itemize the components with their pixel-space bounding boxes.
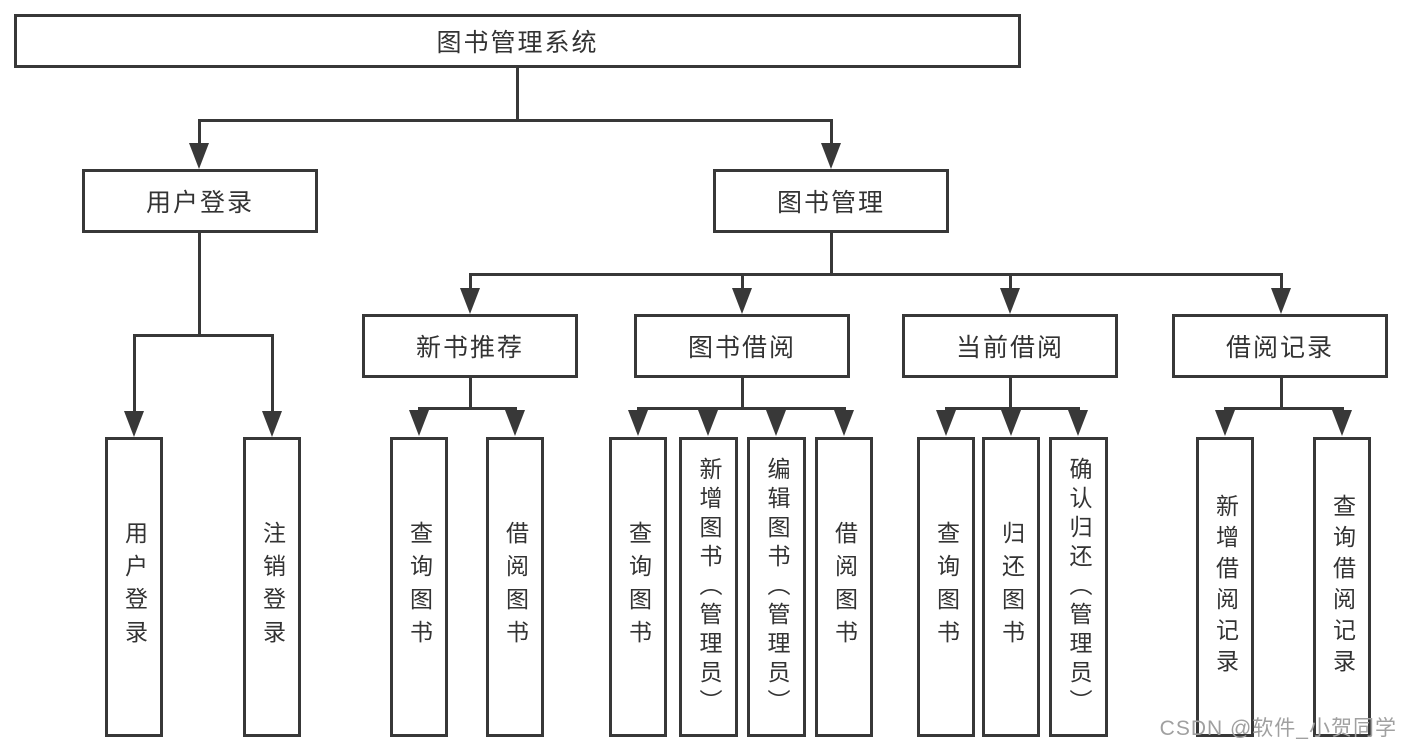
leaf-label: 查询借阅记录 [1329, 494, 1356, 680]
node-label: 当前借阅 [955, 334, 1064, 362]
node-user-login: 用户登录 [82, 169, 318, 233]
leaf-label: 查询图书 [625, 521, 652, 653]
leaf-confirm-return-admin: 确认归还（管理员） [1049, 437, 1108, 737]
connector-user-login-down [198, 233, 201, 337]
connector-level3-split [469, 273, 1283, 276]
connector-new-book-stem [469, 273, 472, 291]
leaf-edit-books-admin: 编辑图书（管理员） [747, 437, 806, 737]
node-borrowing-records: 借阅记录 [1172, 314, 1388, 378]
leaf-label: 借阅图书 [502, 521, 529, 653]
node-label: 新书推荐 [415, 334, 524, 362]
leaf-label: 查询图书 [933, 521, 960, 653]
arrow-leaf [628, 410, 648, 436]
connector-book-borrow-split [637, 407, 846, 410]
csdn-watermark: CSDN @软件_小贺同学 [1159, 717, 1397, 740]
node-label: 图书借阅 [687, 334, 796, 362]
leaf-label: 查询图书 [406, 521, 433, 653]
leaf-borrow-books-recommend: 借阅图书 [486, 437, 544, 737]
leaf-label: 新增图书（管理员） [696, 456, 722, 718]
leaf-label: 确认归还（管理员） [1066, 456, 1092, 718]
leaf-query-books-current: 查询图书 [917, 437, 975, 737]
connector-new-book-split [418, 407, 517, 410]
connector-borrow-records-stem [1280, 273, 1283, 291]
node-book-management: 图书管理 [713, 169, 949, 233]
leaf-logout: 注销登录 [243, 437, 301, 737]
arrow-into-book-borrow [732, 288, 752, 314]
connector-book-borrow-down [741, 377, 744, 410]
arrow-into-book-mgmt [821, 143, 841, 169]
node-label: 借阅记录 [1225, 334, 1334, 362]
leaf-query-borrow-record: 查询借阅记录 [1313, 437, 1371, 737]
arrow-into-login-leaf [124, 411, 144, 437]
node-book-borrowing: 图书借阅 [634, 314, 850, 378]
leaf-user-login: 用户登录 [105, 437, 163, 737]
arrow-into-user-login [189, 143, 209, 169]
arrow-into-logout-leaf [262, 411, 282, 437]
leaf-add-borrow-record: 新增借阅记录 [1196, 437, 1254, 737]
connector-book-mgmt-down [830, 233, 833, 276]
arrow-leaf [1332, 410, 1352, 436]
node-library-management-system: 图书管理系统 [14, 14, 1021, 68]
leaf-return-books: 归还图书 [982, 437, 1040, 737]
arrow-leaf [1001, 410, 1021, 436]
connector-root-stem [516, 68, 519, 121]
arrow-into-borrow-records [1271, 288, 1291, 314]
node-label: 用户登录 [145, 189, 254, 217]
leaf-label: 用户登录 [121, 521, 148, 653]
connector-book-borrow-stem [741, 273, 744, 291]
node-label: 图书管理系统 [436, 29, 599, 57]
leaf-label: 新增借阅记录 [1212, 494, 1239, 680]
connector-current-borrow-split [945, 407, 1080, 410]
connector-user-login-stem [198, 119, 201, 146]
connector-current-borrow-stem [1009, 273, 1012, 291]
connector-new-book-down [469, 377, 472, 410]
leaf-add-books-admin: 新增图书（管理员） [679, 437, 738, 737]
connector-borrow-records-down [1280, 377, 1283, 410]
connector-logout-leaf-stem [271, 334, 274, 414]
leaf-query-books-borrow: 查询图书 [609, 437, 667, 737]
arrow-leaf [698, 410, 718, 436]
arrow-leaf [766, 410, 786, 436]
arrow-leaf [834, 410, 854, 436]
arrow-leaf [1215, 410, 1235, 436]
arrow-into-current-borrow [1000, 288, 1020, 314]
node-label: 图书管理 [776, 189, 885, 217]
leaf-label: 借阅图书 [831, 521, 858, 653]
connector-login-leaf-stem [133, 334, 136, 414]
connector-current-borrow-down [1009, 377, 1012, 410]
leaf-label: 注销登录 [259, 521, 286, 653]
arrow-leaf [936, 410, 956, 436]
arrow-leaf [409, 410, 429, 436]
connector-level1-split [198, 119, 832, 122]
connector-user-login-split [133, 334, 274, 337]
arrow-leaf [505, 410, 525, 436]
arrow-leaf [1068, 410, 1088, 436]
leaf-label: 归还图书 [998, 521, 1025, 653]
leaf-borrow-books: 借阅图书 [815, 437, 873, 737]
leaf-label: 编辑图书（管理员） [764, 456, 790, 718]
leaf-query-books-recommend: 查询图书 [390, 437, 448, 737]
connector-borrow-records-split [1224, 407, 1344, 410]
connector-book-mgmt-stem [830, 119, 833, 146]
node-new-book-recommendation: 新书推荐 [362, 314, 578, 378]
node-current-borrowing: 当前借阅 [902, 314, 1118, 378]
arrow-into-new-book-rec [460, 288, 480, 314]
